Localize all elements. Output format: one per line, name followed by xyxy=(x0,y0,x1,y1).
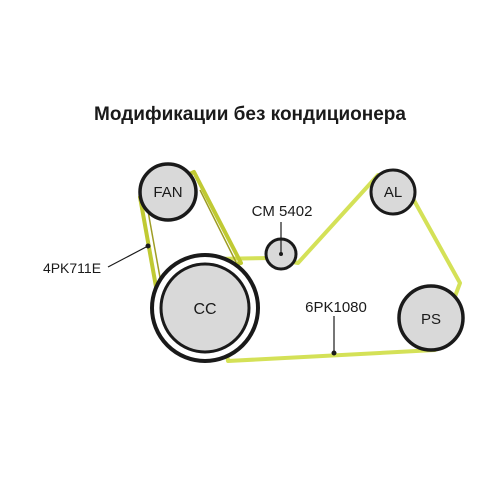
leader-4pk711e xyxy=(107,243,151,268)
pulley-fan-label: FAN xyxy=(153,184,182,201)
pulley-ps-label: PS xyxy=(421,311,441,328)
leader-6pk1080 xyxy=(331,316,337,356)
pulley-cc: CC xyxy=(150,253,260,363)
label-cm-5402: CM 5402 xyxy=(252,203,313,220)
pulley-al-label: AL xyxy=(384,184,402,201)
label-4pk711e: 4PK711E xyxy=(43,260,101,276)
label-6pk1080: 6PK1080 xyxy=(305,299,367,316)
pulley-cc-label: CC xyxy=(193,301,216,318)
diagram-title: Модификации без кондиционера xyxy=(94,104,406,125)
pulley-al: AL xyxy=(369,168,417,216)
pulley-ps: PS xyxy=(397,284,465,352)
pulley-fan: FAN xyxy=(138,162,198,222)
